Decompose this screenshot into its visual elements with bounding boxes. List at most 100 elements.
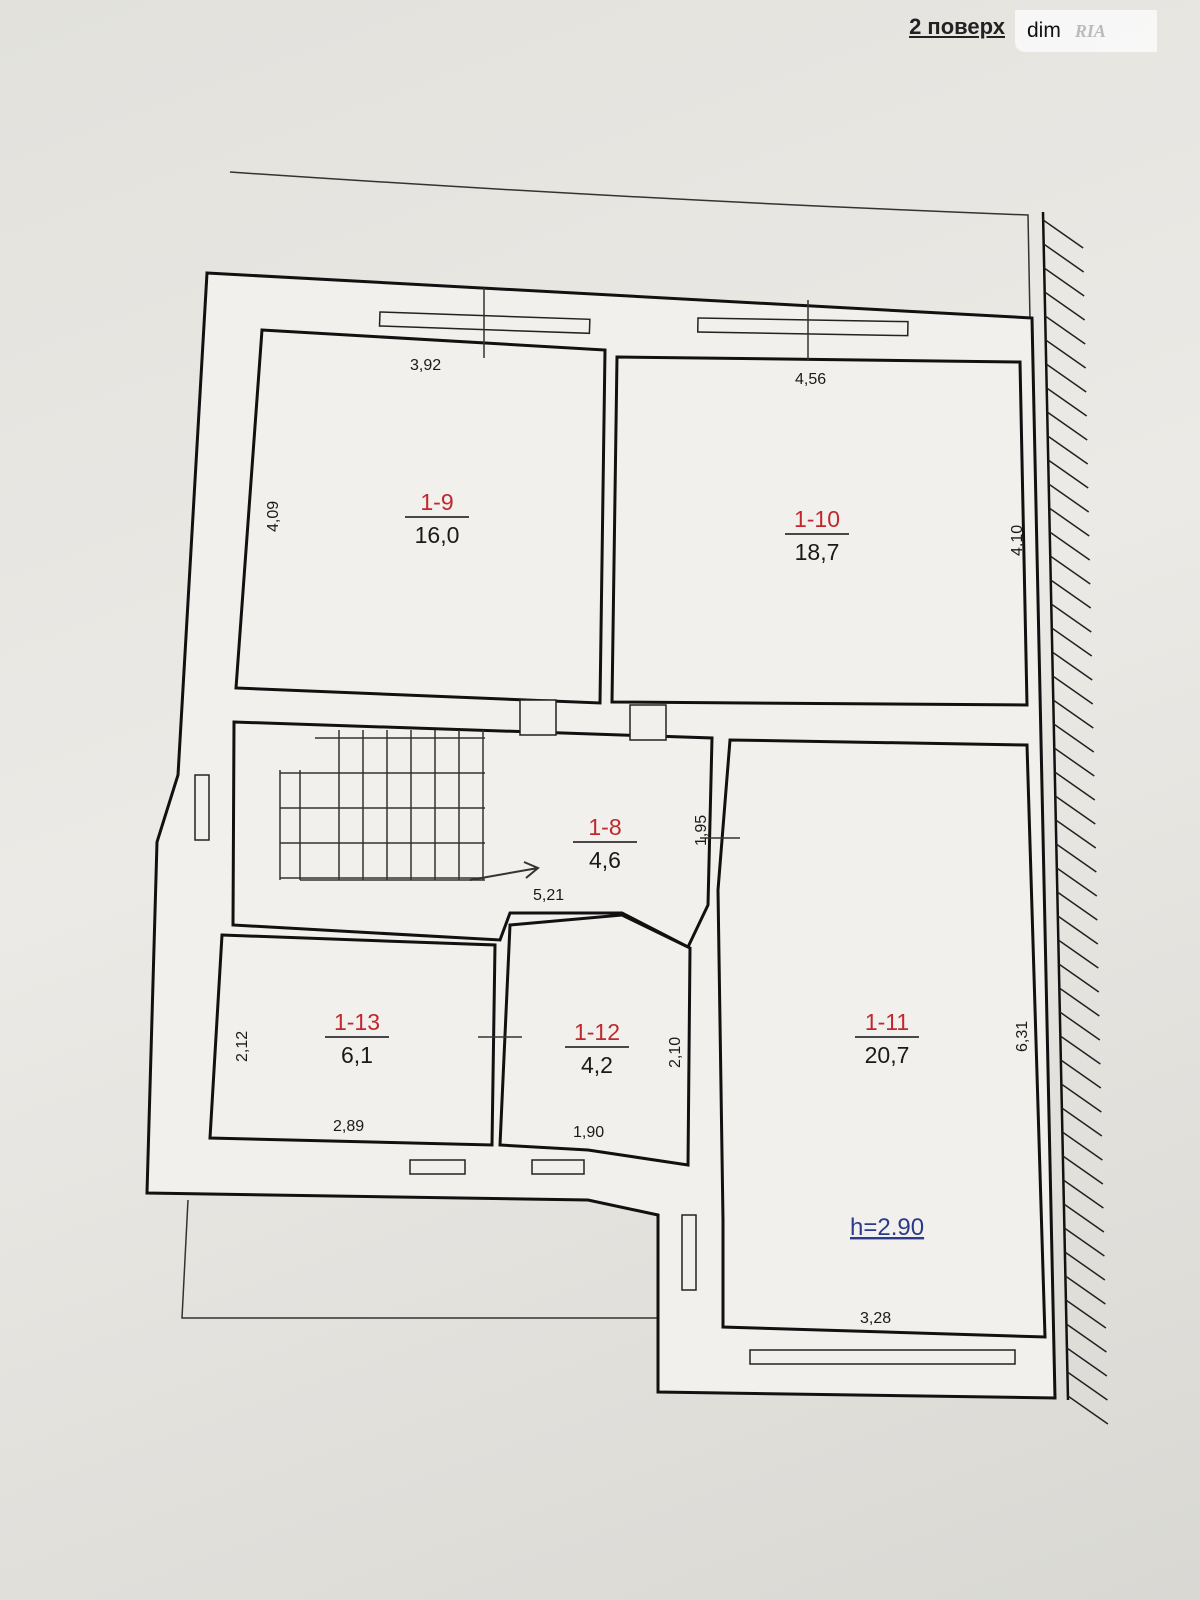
hatch-line (1058, 963, 1100, 993)
property-line-right (1041, 211, 1070, 1401)
hatch-line (1056, 891, 1098, 921)
room-area: 20,7 (865, 1042, 910, 1068)
room-area: 16,0 (415, 522, 460, 548)
doorway (519, 699, 557, 736)
room-1-10 (610, 355, 1029, 707)
room-area: 18,7 (795, 539, 840, 565)
hatch-line (1059, 1035, 1101, 1065)
dim-label: 1,90 (573, 1124, 604, 1141)
dim-label: 3,28 (860, 1310, 891, 1327)
hatch-line (1066, 1347, 1108, 1377)
hatch-line (1064, 1275, 1106, 1305)
hatch-line (1059, 1011, 1101, 1041)
window (531, 1159, 585, 1175)
room-id: 1-10 (794, 506, 840, 532)
hatch-line (1045, 339, 1087, 369)
hatch-line (1054, 771, 1096, 801)
hatch-line (1048, 507, 1090, 537)
hatch-line (1063, 1203, 1105, 1233)
dim-label: 2,12 (234, 1031, 251, 1062)
hatch-line (1043, 267, 1085, 297)
hatch-line (1048, 483, 1090, 513)
hatch-line (1047, 459, 1089, 489)
hatch-line (1051, 627, 1093, 657)
room-label: 1-12 4,2 (565, 1019, 629, 1078)
staircase (279, 730, 485, 881)
window (194, 774, 210, 841)
hatch-line (1046, 411, 1088, 441)
room-1-13 (208, 933, 497, 1147)
hatching (1042, 219, 1109, 1425)
watermark-logo: RIA (1074, 20, 1106, 41)
dim-label: 2,10 (667, 1037, 684, 1068)
hatch-line (1062, 1179, 1104, 1209)
hatch-line (1054, 795, 1096, 825)
room-id: 1-11 (865, 1009, 909, 1035)
hatch-line (1055, 843, 1097, 873)
room-1-12 (498, 913, 692, 1167)
hatch-line (1053, 723, 1095, 753)
room-id: 1-12 (574, 1019, 620, 1045)
watermark-text: dim (1027, 19, 1061, 42)
window (749, 1349, 1016, 1365)
dim-label: 4,09 (265, 501, 282, 532)
hatch-line (1065, 1323, 1107, 1353)
ceiling-height: h=2.90 (850, 1214, 924, 1241)
hatch-line (1058, 987, 1100, 1017)
room-label: 1-84,6 (573, 814, 637, 873)
doorway (629, 704, 667, 741)
hatch-line (1060, 1083, 1102, 1113)
hatch-line (1050, 579, 1092, 609)
room-label: 1-13 6,1 (325, 1009, 389, 1068)
room-label: 1-11 20,7 (855, 1009, 919, 1068)
dim-label: 4,56 (795, 371, 826, 388)
window (696, 317, 909, 337)
hatch-line (1052, 675, 1094, 705)
dim-label: 5,21 (533, 887, 564, 904)
room-1-11 (716, 738, 1047, 1339)
hatch-line (1061, 1131, 1103, 1161)
room-id: 1-9 (420, 489, 453, 515)
floor-label: 2 поверх (909, 14, 1005, 39)
dim-label: 2,89 (333, 1118, 364, 1135)
room-area: 4,2 (581, 1052, 613, 1078)
window (681, 1214, 697, 1291)
hatch-line (1050, 603, 1092, 633)
hatch-line (1060, 1059, 1102, 1089)
window (409, 1159, 466, 1175)
hatch-line (1056, 867, 1098, 897)
hatch-line (1064, 1251, 1106, 1281)
hatch-line (1061, 1107, 1103, 1137)
hatch-line (1044, 291, 1086, 321)
hatch-line (1065, 1299, 1107, 1329)
hatch-line (1066, 1371, 1108, 1401)
room-label: 1-10 18,7 (785, 506, 849, 565)
hatch-line (1044, 315, 1086, 345)
room-area: 6,1 (341, 1042, 373, 1068)
room-label: 1-9 16,0 (405, 489, 469, 548)
hatch-line (1052, 699, 1094, 729)
site-boundary-bottom (181, 1199, 662, 1319)
room-area: 4,6 (589, 847, 621, 873)
site-boundary-top (229, 171, 1031, 321)
hatch-line (1045, 363, 1087, 393)
hatch-line (1053, 747, 1095, 777)
dim-label: 1,95 (693, 815, 710, 846)
watermark: dim RIA (1015, 10, 1157, 52)
room-1-8 (231, 720, 714, 950)
dim-label: 4,10 (1009, 525, 1026, 556)
hatch-line (1057, 915, 1099, 945)
room-labels: 1-916,01-1018,71-84,61-1120,71-136,11-12… (325, 489, 919, 1078)
stair-arrow (469, 861, 540, 881)
dim-label: 6,31 (1014, 1021, 1031, 1052)
hatch-line (1067, 1395, 1109, 1425)
hatch-line (1062, 1155, 1104, 1185)
hatch-line (1057, 939, 1099, 969)
hatch-line (1043, 243, 1085, 273)
dim-label: 3,92 (410, 357, 441, 374)
room-id: 1-13 (334, 1009, 380, 1035)
room-id: 1-8 (588, 814, 621, 840)
hatch-line (1049, 555, 1091, 585)
hatch-line (1055, 819, 1097, 849)
